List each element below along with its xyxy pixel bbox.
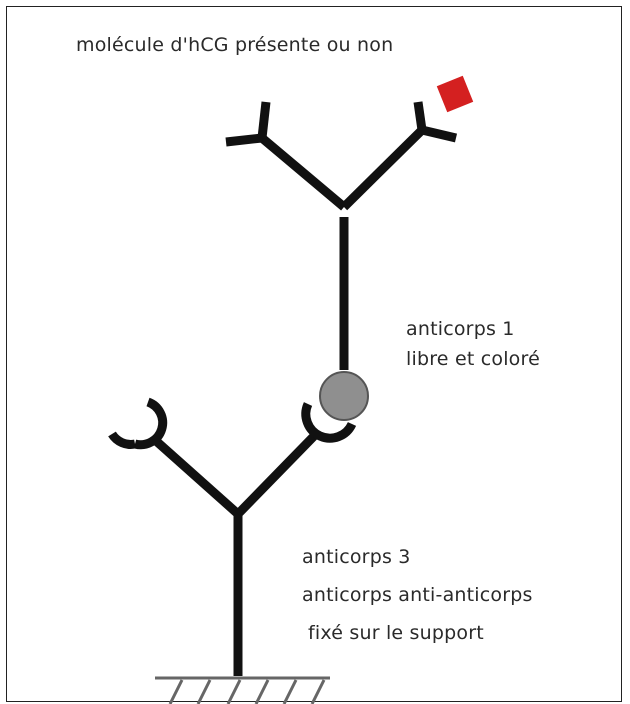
antibody-1-right-tip-b (422, 130, 456, 138)
label-antibody-1-line-1: anticorps 1 (406, 318, 515, 340)
antibody-1-left-arm (262, 138, 344, 207)
support (155, 678, 330, 704)
label-antibody-3-line-3: fixé sur le support (308, 622, 484, 644)
antibody-3-left-cup (135, 402, 163, 445)
antibody-1-left-tip-a (226, 138, 262, 142)
antibody-1-right-arm (344, 130, 422, 207)
label-molecule: molécule d'hCG présente ou non (76, 34, 393, 56)
antibody-1-left-tip-b (262, 102, 266, 138)
color-bead (320, 372, 368, 420)
hcg-molecule-marker (437, 76, 473, 112)
antibody-3-right-arm (238, 434, 316, 514)
antibody-3-left-cup-lip (112, 434, 135, 444)
antibody-3-left-arm (155, 440, 238, 514)
label-antibody-3-line-2: anticorps anti-anticorps (302, 584, 533, 606)
label-antibody-1-line-2: libre et coloré (406, 348, 540, 370)
label-antibody-3-line-1: anticorps 3 (302, 546, 411, 568)
antibody-1-right-tip-a (418, 102, 422, 130)
